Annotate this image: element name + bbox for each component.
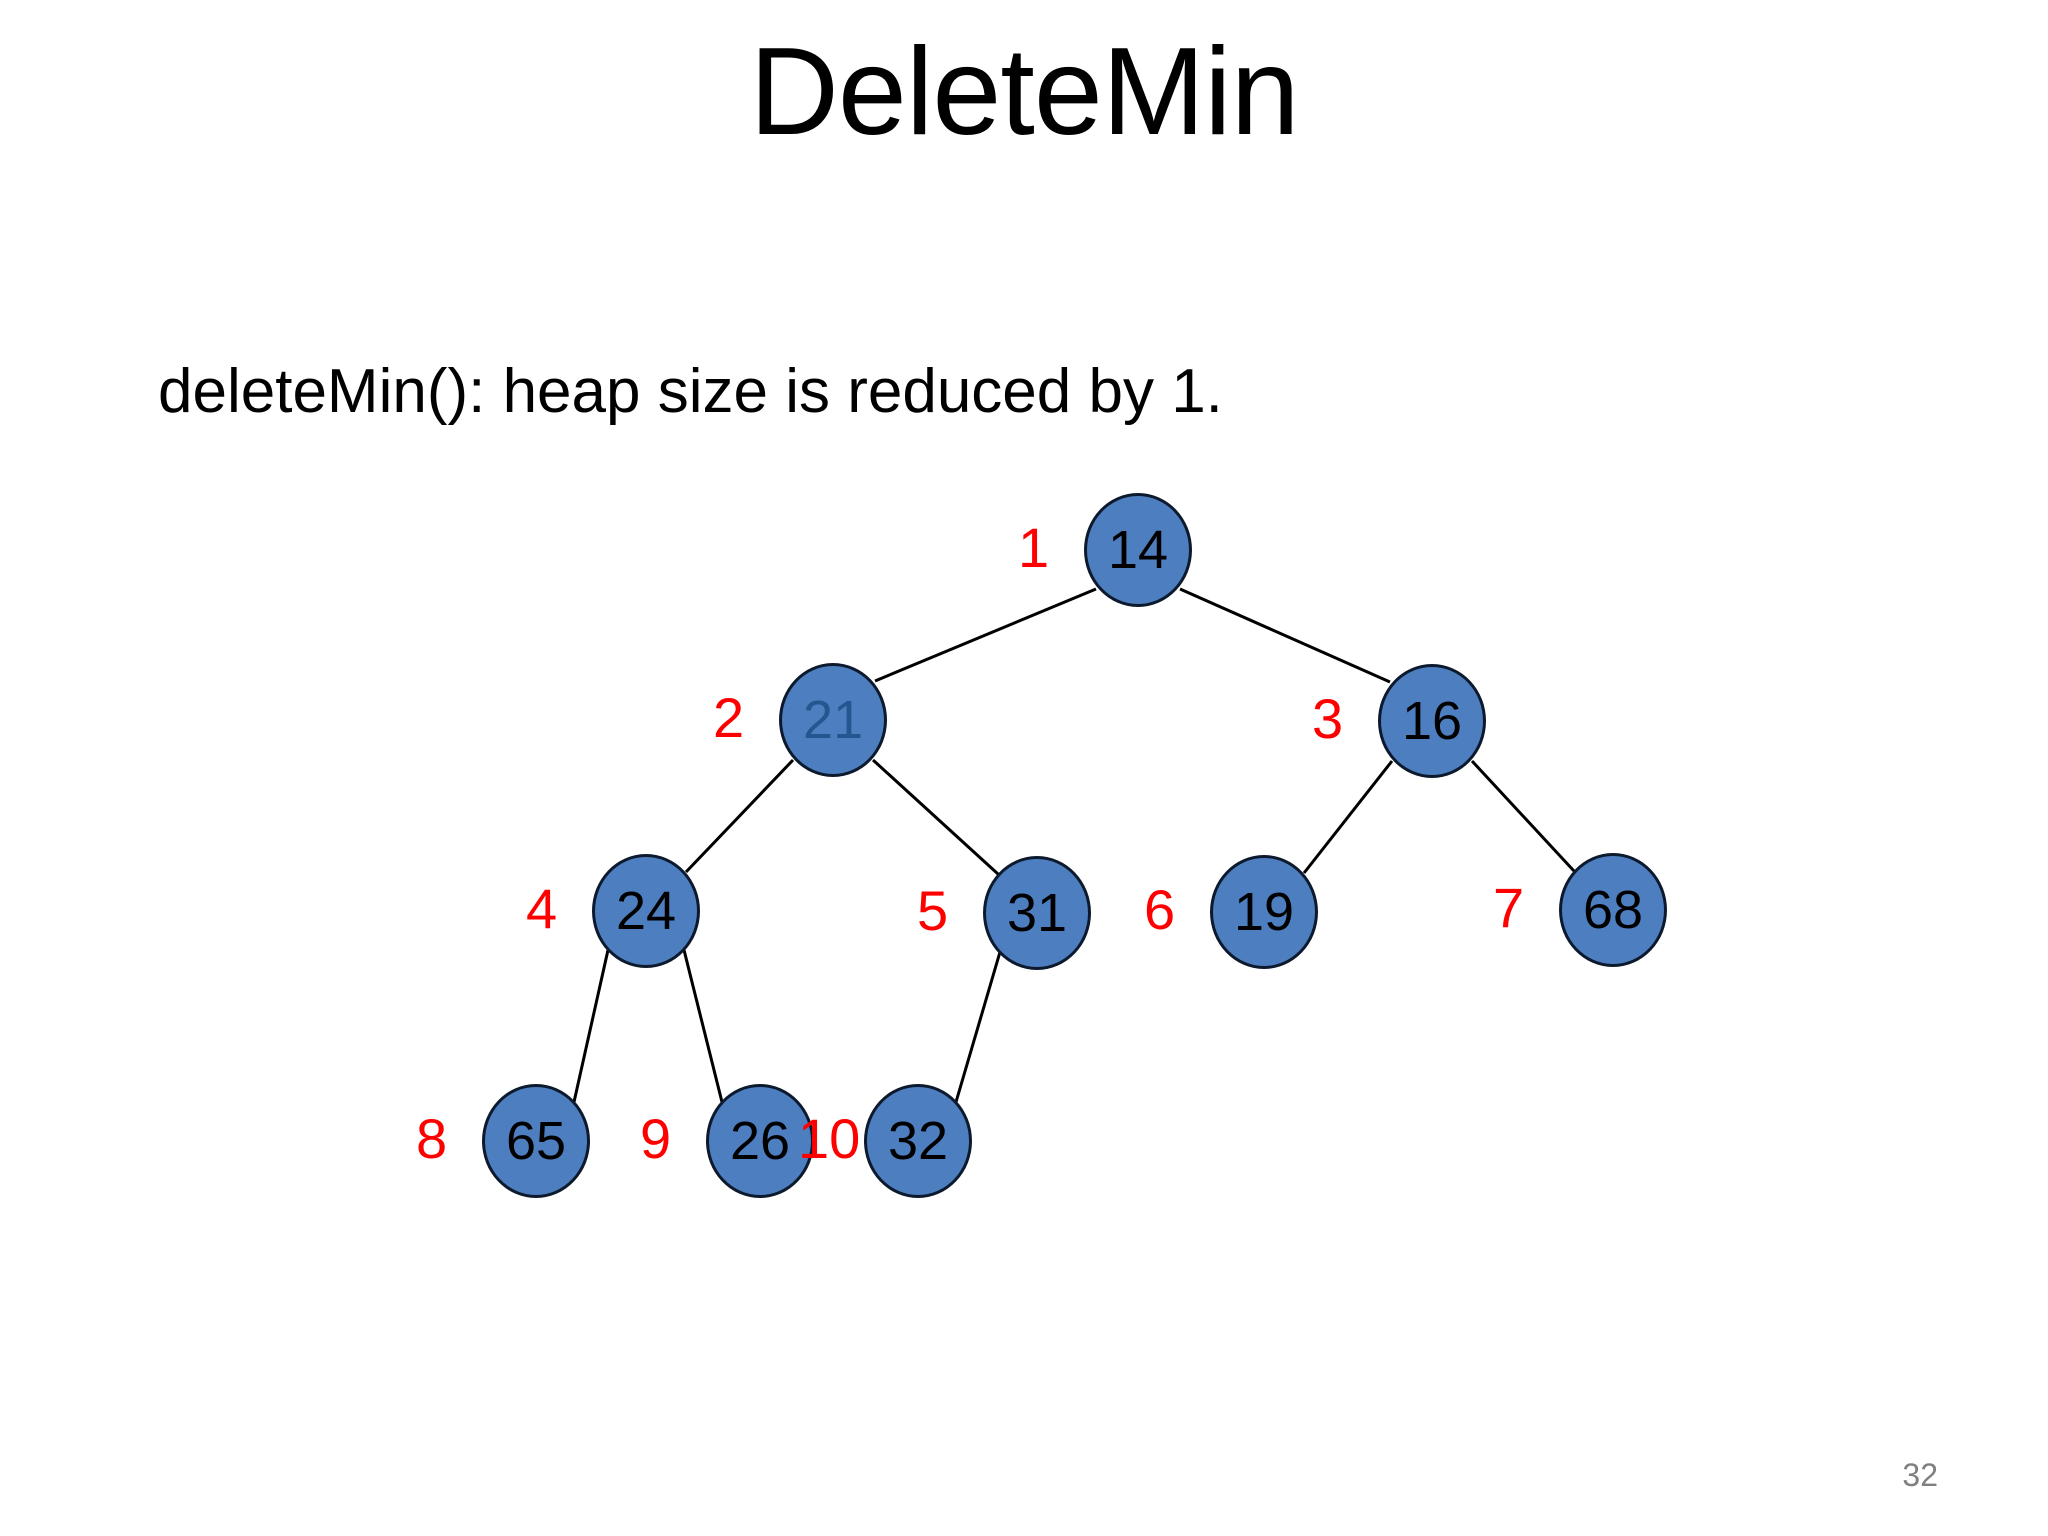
tree-edge	[684, 758, 795, 874]
node-index-label: 1	[1018, 516, 1050, 579]
node-circle[interactable]: 16	[1378, 664, 1486, 778]
tree-edge	[871, 758, 1000, 876]
node-value-label: 16	[1401, 691, 1463, 751]
node-index-label: 9	[640, 1107, 672, 1170]
node-index-label: 8	[416, 1107, 448, 1170]
tree-edge	[1470, 759, 1576, 873]
node-value-label: 32	[887, 1111, 949, 1171]
node-circle[interactable]: 14	[1084, 493, 1192, 607]
node-index-label: 10	[798, 1107, 861, 1170]
node-index-label: 6	[1144, 878, 1176, 941]
node-value-label: 19	[1233, 882, 1295, 942]
node-value-label: 21	[802, 690, 864, 750]
node-value-label: 31	[1006, 883, 1068, 943]
node-value-label: 24	[615, 881, 677, 941]
node-value-label: 65	[505, 1111, 567, 1171]
node-value-label: 68	[1582, 880, 1644, 940]
node-circle[interactable]: 24	[592, 854, 700, 968]
tree-edge	[572, 949, 610, 1103]
tree-edges-group	[572, 587, 1576, 1103]
node-circle[interactable]: 68	[1559, 853, 1667, 967]
tree-edge	[874, 587, 1097, 683]
node-index-label: 3	[1312, 687, 1344, 750]
node-value-label: 26	[729, 1111, 791, 1171]
body-text: deleteMin(): heap size is reduced by 1.	[158, 357, 1223, 426]
tree-edge	[682, 949, 724, 1103]
node-value-label: 14	[1107, 520, 1169, 580]
node-index-label: 7	[1493, 876, 1525, 939]
node-circle[interactable]: 65	[482, 1084, 590, 1198]
node-circle[interactable]: 19	[1210, 855, 1318, 969]
tree-edge	[1179, 587, 1391, 684]
tree-edge	[1302, 760, 1394, 874]
node-circle[interactable]: 26	[706, 1084, 814, 1198]
node-index-label: 2	[713, 686, 745, 749]
node-circle[interactable]: 32	[864, 1084, 972, 1198]
node-circle[interactable]: 31	[983, 856, 1091, 970]
tree-edge	[954, 951, 1002, 1103]
page-title: DeleteMin	[749, 23, 1299, 161]
page-number: 32	[1902, 1457, 1938, 1493]
node-circle[interactable]: 21	[779, 663, 887, 777]
node-index-label: 4	[526, 877, 558, 940]
node-index-label: 5	[917, 879, 949, 942]
